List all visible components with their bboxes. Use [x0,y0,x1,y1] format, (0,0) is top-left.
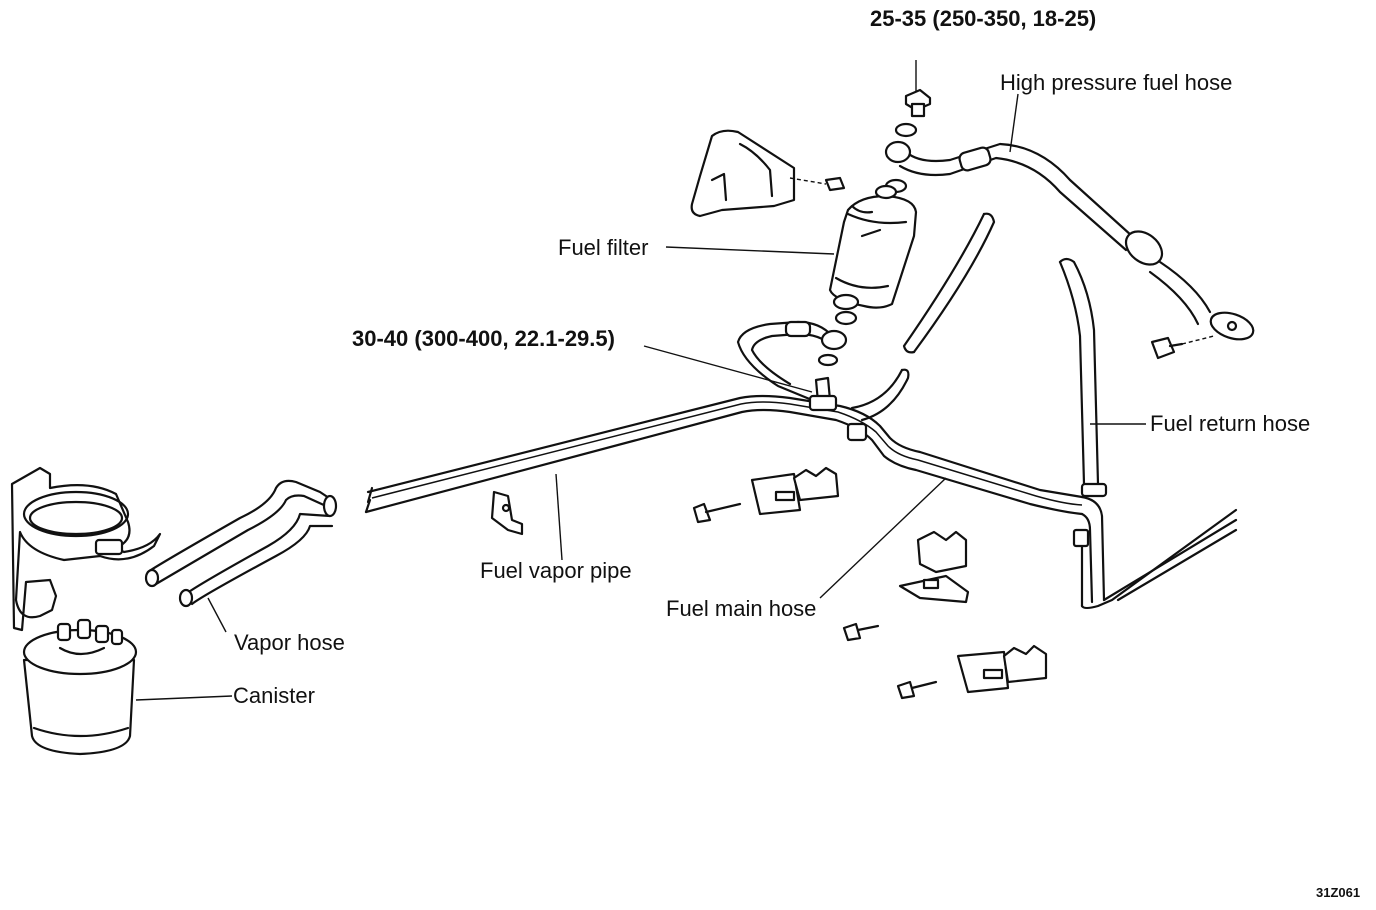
torque-label-filter-bottom: 30-40 (300-400, 22.1-29.5) [352,326,615,351]
filter-outlet [736,320,868,442]
filter-bracket [690,129,846,218]
torque-label-filter-top: 25-35 (250-350, 18-25) [870,6,1097,31]
bolt-right [1150,335,1215,360]
label-canister: Canister [233,683,315,708]
high-pressure-hose-shape [884,140,1255,341]
label-high-pressure-fuel-hose: High pressure fuel hose [1000,70,1233,95]
label-fuel-filter: Fuel filter [558,235,649,260]
label-fuel-main-hose: Fuel main hose [666,596,817,621]
canister-bracket [10,466,162,632]
clamp-bracket-2 [842,530,970,642]
clamp-small [490,490,524,536]
fuel-filter-shape [828,184,918,326]
canister-shape [22,618,138,756]
clamp-bracket-3 [896,644,1048,700]
fuel-main-lines [364,394,1238,610]
figure-code: 31Z061 [1316,885,1361,900]
union-bolt-top [884,60,932,194]
label-vapor-hose: Vapor hose [234,630,345,655]
leader-lines [135,93,1146,701]
fuel-return-hose-shape [1058,257,1108,548]
vapor-hose-shape [144,479,338,608]
clamp-bracket-1 [692,466,840,524]
short-hoses [850,212,996,422]
label-fuel-return-hose: Fuel return hose [1150,411,1311,436]
label-fuel-vapor-pipe: Fuel vapor pipe [480,558,632,583]
